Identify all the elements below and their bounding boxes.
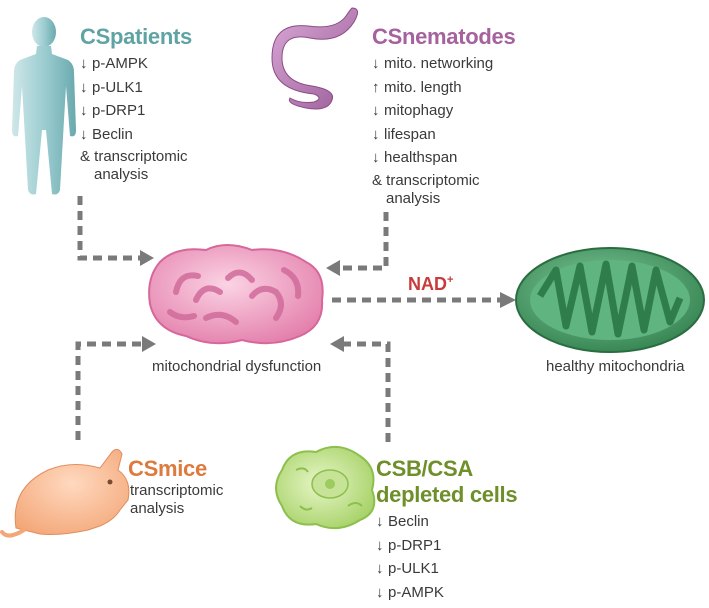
- healthy-mitochondrion-icon: [515, 247, 705, 353]
- down-arrow-icon: ↓: [376, 536, 384, 554]
- down-arrow-icon: ↓: [372, 125, 380, 143]
- list-item: ↓lifespan: [372, 123, 493, 147]
- dysfunctional-mitochondrion-icon: [148, 244, 324, 345]
- list-item-text: p-DRP1: [388, 536, 442, 554]
- nematodes-note-line2: analysis: [386, 190, 441, 207]
- nad-label: NAD+: [408, 274, 453, 295]
- down-arrow-icon: ↓: [80, 55, 88, 72]
- list-item: ↓mito. networking: [372, 52, 493, 76]
- cells-list: ↓Beclin ↓p-DRP1 ↓p-ULK1 ↓p-AMPK: [376, 510, 444, 604]
- list-item-text: lifespan: [384, 125, 436, 143]
- list-item: ↓Beclin: [376, 510, 444, 534]
- nematode-worm-icon: [271, 7, 358, 110]
- nematodes-note-line1: & transcriptomic: [372, 172, 480, 189]
- mice-title-prefix: CS: [128, 456, 158, 481]
- arrow-mice-to-dysfunction: [75, 341, 142, 440]
- down-arrow-icon: ↓: [80, 125, 88, 143]
- dysfunction-caption: mitochondrial dysfunction: [152, 358, 322, 375]
- list-item-text: mitophagy: [384, 102, 454, 119]
- down-arrow-icon: ↓: [376, 560, 384, 577]
- patients-title-word: patients: [109, 24, 192, 49]
- list-item: ↓mitophagy: [372, 99, 493, 123]
- nad-label-superscript: +: [447, 274, 454, 286]
- mouse-icon: [0, 448, 130, 538]
- mice-title: CSmice: [128, 456, 207, 482]
- list-item-text: mito. networking: [384, 55, 494, 72]
- mice-note: transcriptomic analysis: [130, 482, 223, 518]
- list-item: ↓Beclin: [80, 123, 148, 147]
- arrow-nematodes-to-dysfunction: [340, 212, 389, 271]
- list-item: ↓p-AMPK: [376, 581, 444, 605]
- list-item: ↓healthspan: [372, 146, 493, 170]
- patients-title: CSpatients: [80, 24, 192, 50]
- arrow-cells-to-dysfunction: [344, 341, 391, 442]
- cell-icon: [275, 445, 376, 530]
- patients-note: & transcriptomic analysis: [80, 148, 188, 184]
- mice-title-word: mice: [157, 456, 207, 481]
- nematodes-note: & transcriptomic analysis: [372, 172, 480, 208]
- list-item: ↓p-AMPK: [80, 52, 148, 76]
- nematodes-title: CSnematodes: [372, 24, 516, 50]
- list-item-text: p-AMPK: [92, 55, 148, 72]
- arrowheads: [140, 250, 516, 352]
- dashed-arrows: [75, 196, 500, 442]
- arrow-patients-to-dysfunction: [77, 196, 140, 261]
- list-item: ↓p-DRP1: [376, 534, 444, 558]
- list-item-text: Beclin: [388, 513, 429, 530]
- list-item-text: mito. length: [384, 78, 462, 96]
- healthy-caption: healthy mitochondria: [546, 358, 685, 375]
- nad-label-text: NAD: [408, 274, 447, 294]
- list-item-text: healthspan: [384, 149, 458, 166]
- down-arrow-icon: ↓: [80, 78, 88, 96]
- patients-note-line2: analysis: [94, 166, 149, 183]
- list-item: ↓p-ULK1: [80, 76, 148, 100]
- cells-title-line1: CSB/CSA: [376, 456, 473, 481]
- down-arrow-icon: ↓: [80, 102, 88, 119]
- list-item-text: p-ULK1: [388, 560, 439, 577]
- mice-note-line2: analysis: [130, 500, 185, 517]
- down-arrow-icon: ↓: [372, 55, 380, 72]
- nematodes-list: ↓mito. networking ↑mito. length ↓mitopha…: [372, 52, 493, 170]
- list-item-text: p-DRP1: [92, 102, 146, 119]
- nematodes-title-prefix: CS: [372, 24, 402, 49]
- list-item: ↓p-ULK1: [376, 557, 444, 581]
- patients-list: ↓p-AMPK ↓p-ULK1 ↓p-DRP1 ↓Beclin: [80, 52, 148, 146]
- nematodes-title-word: nematodes: [401, 24, 516, 49]
- list-item-text: p-ULK1: [92, 78, 143, 96]
- mice-note-line1: transcriptomic: [130, 482, 224, 499]
- list-item: ↓p-DRP1: [80, 99, 148, 123]
- patients-note-line1: & transcriptomic: [80, 148, 188, 165]
- down-arrow-icon: ↓: [372, 102, 380, 119]
- list-item-text: Beclin: [92, 125, 133, 143]
- list-item: ↑mito. length: [372, 76, 493, 100]
- up-arrow-icon: ↑: [372, 78, 380, 96]
- cells-title-line2: depleted cells: [376, 482, 518, 507]
- down-arrow-icon: ↓: [376, 583, 384, 601]
- human-figure-icon: [12, 17, 76, 195]
- down-arrow-icon: ↓: [376, 513, 384, 530]
- down-arrow-icon: ↓: [372, 149, 380, 166]
- patients-title-prefix: CS: [80, 24, 110, 49]
- list-item-text: p-AMPK: [388, 583, 444, 601]
